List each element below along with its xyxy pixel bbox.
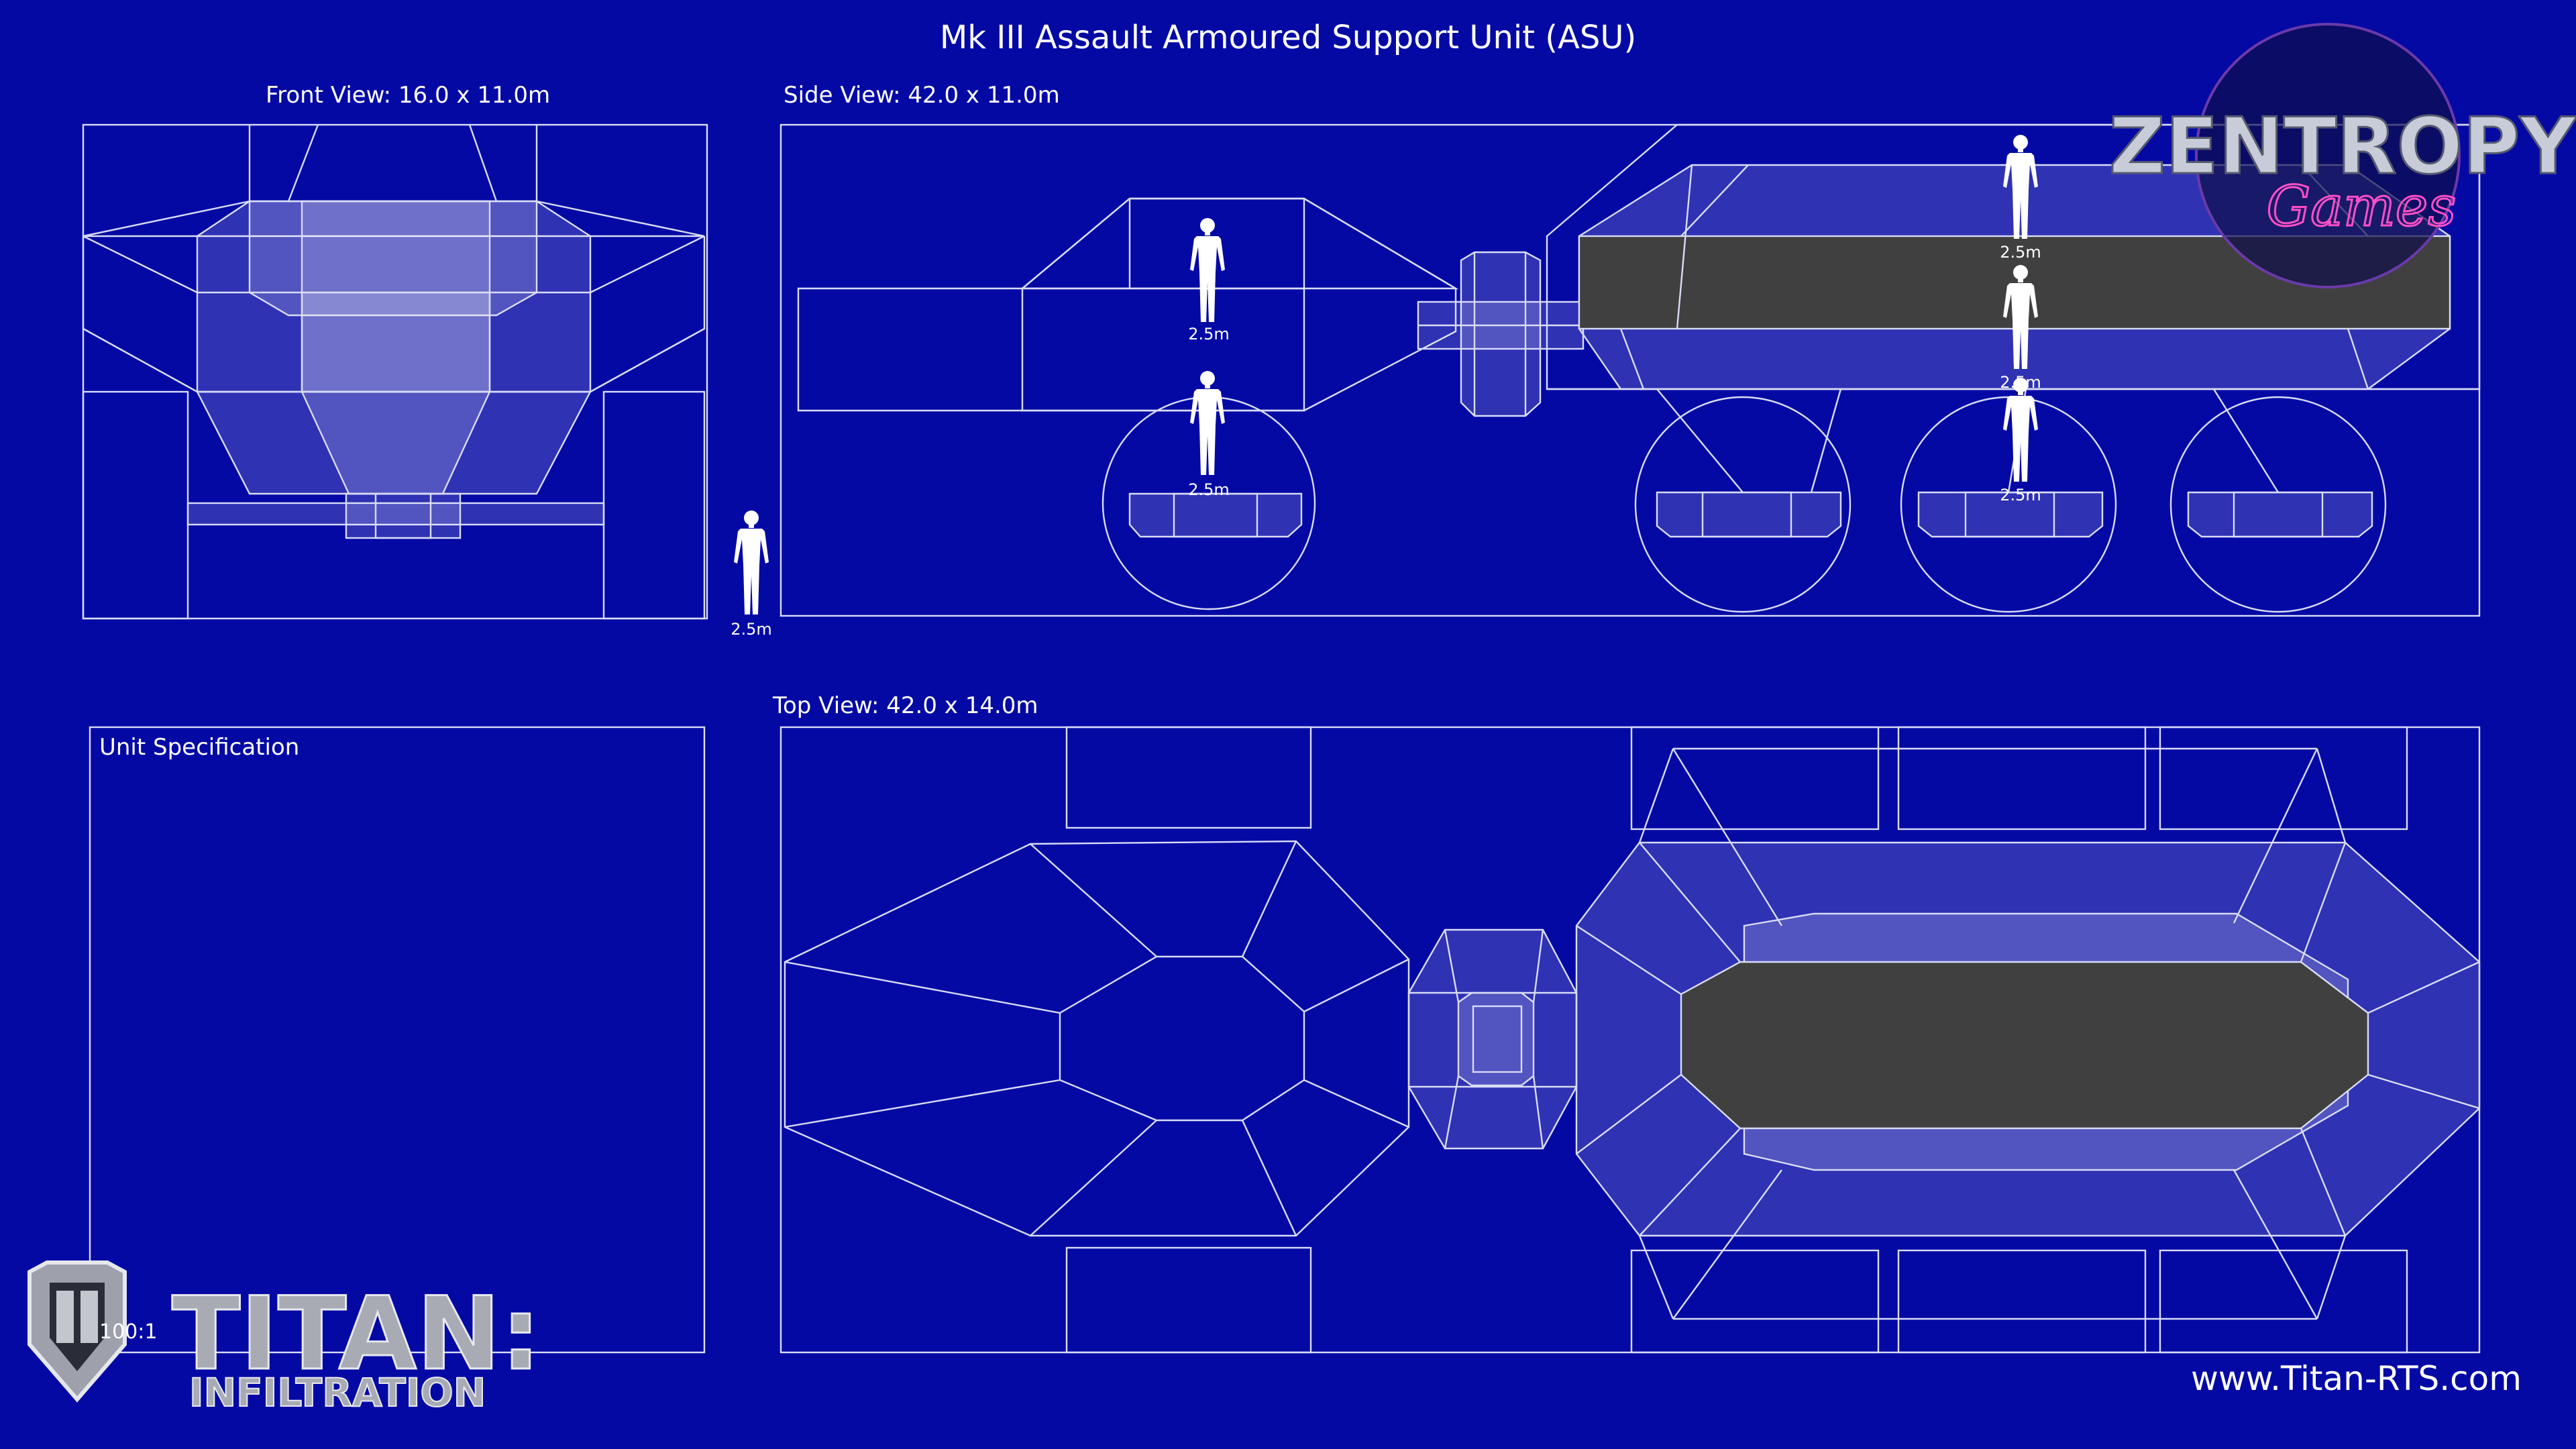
- unit-specification-heading: Unit Specification: [99, 734, 300, 761]
- front-view-drawing: [82, 123, 708, 620]
- human-figure-icon: [734, 511, 769, 614]
- unit-specification-panel: [89, 726, 706, 1354]
- titan-infiltration-logo: TITAN: INFILTRATION: [28, 1260, 542, 1416]
- human-height-label: 2.5m: [1188, 480, 1230, 499]
- human-height-label: 2.5m: [2000, 243, 2041, 262]
- zentropy-wordmark: ZENTROPY: [2109, 101, 2576, 192]
- human-scale-references: 2.5m 2.5m 2.5m 2.5m 2.5m 2.5m: [731, 135, 2041, 639]
- page-title: Mk III Assault Armoured Support Unit (AS…: [939, 19, 1637, 56]
- top-view-label: Top View: 42.0 x 14.0m: [773, 692, 1038, 719]
- website-link[interactable]: www.Titan-RTS.com: [2191, 1359, 2522, 1398]
- infiltration-wordmark: INFILTRATION: [189, 1370, 486, 1415]
- top-view-drawing: [780, 726, 2481, 1354]
- games-wordmark: Games: [2267, 175, 2457, 239]
- human-height-label: 2.5m: [731, 620, 772, 639]
- human-figure-icon: [1190, 218, 1225, 322]
- zentropy-games-logo: ZENTROPY Games: [2108, 23, 2576, 288]
- human-figure-icon: [2003, 378, 2038, 482]
- titan-wordmark: TITAN:: [172, 1276, 541, 1393]
- side-view-label: Side View: 42.0 x 11.0m: [784, 82, 1060, 109]
- human-figure-icon: [1190, 371, 1225, 475]
- human-height-label: 2.5m: [2000, 486, 2041, 504]
- scale-ratio: 100:1: [99, 1320, 158, 1344]
- front-view-label: Front View: 16.0 x 11.0m: [266, 82, 551, 109]
- human-height-label: 2.5m: [1188, 325, 1230, 343]
